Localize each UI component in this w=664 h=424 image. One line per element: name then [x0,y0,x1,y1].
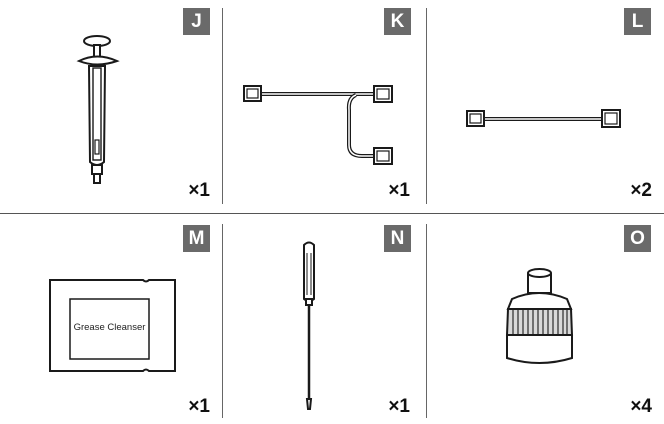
part-quantity: ×1 [188,180,210,201]
part-quantity: ×1 [388,180,410,201]
part-badge: K [384,8,411,35]
part-cell-k: K ×1 [222,0,426,213]
part-quantity: ×1 [388,396,410,417]
part-cell-j: J ×1 [0,0,222,213]
column-divider [222,224,223,418]
y-splitter-cable-icon [243,85,393,165]
column-divider [222,8,223,204]
row-divider [0,213,664,214]
syringe-icon [76,35,120,184]
part-cell-m: M ×1 Grease Cleanser [0,213,222,424]
column-divider [426,8,427,204]
part-badge: O [624,225,651,252]
column-divider [426,224,427,418]
part-quantity: ×1 [188,396,210,417]
grease-cleanser-pad-icon: Grease Cleanser [49,279,176,372]
part-cell-n: N ×1 [222,213,426,424]
standoff-nut-icon [505,268,574,364]
part-badge: M [183,225,210,252]
cleanser-label: Grease Cleanser [74,322,146,333]
part-badge: L [624,8,651,35]
part-quantity: ×4 [630,396,652,417]
part-badge: J [183,8,210,35]
part-cell-l: L ×2 [426,0,664,213]
screwdriver-icon [303,241,315,410]
part-cell-o: O ×4 [426,213,664,424]
extension-cable-icon [466,109,621,128]
part-badge: N [384,225,411,252]
part-quantity: ×2 [630,180,652,201]
